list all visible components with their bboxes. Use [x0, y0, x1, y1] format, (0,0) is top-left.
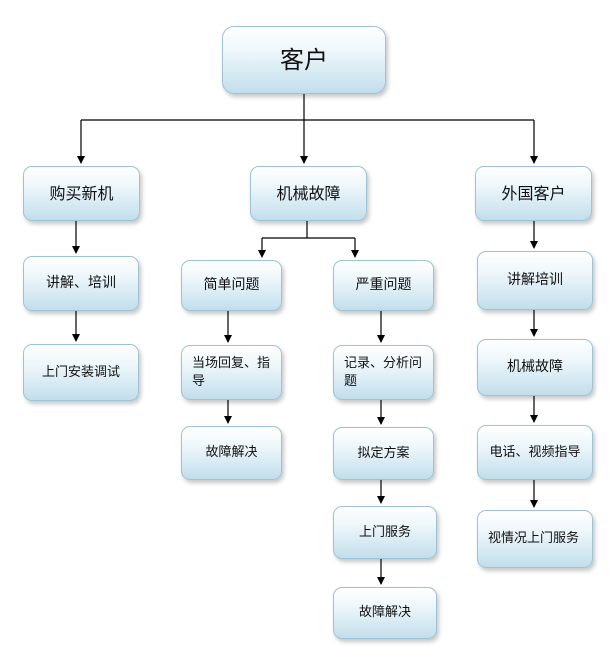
branch-foreign-customer: 外国客户 — [475, 166, 592, 221]
root-label: 客户 — [280, 45, 328, 74]
sub-serious-problem-label: 严重问题 — [355, 277, 412, 294]
branch-mechanical-fault: 机械故障 — [250, 166, 367, 221]
step-onsite-install: 上门安装调试 — [23, 344, 139, 401]
branch-foreign-customer-label: 外国客户 — [501, 183, 566, 203]
step-onsite-service-label: 上门服务 — [358, 524, 411, 540]
branch-mechanical-fault-label: 机械故障 — [276, 183, 341, 203]
step-reply-guide: 当场回复、指导 — [181, 345, 282, 400]
step-explain-train-foreign: 讲解培训 — [477, 251, 593, 310]
step-phone-video-guide-label: 电话、视频指导 — [489, 444, 581, 460]
step-record-analyze-label: 记录、分析问题 — [344, 355, 423, 389]
step-onsite-as-needed: 视情况上门服务 — [477, 510, 593, 568]
step-explain-train: 讲解、培训 — [23, 256, 139, 311]
sub-simple-problem-label: 简单问题 — [203, 277, 260, 294]
step-fault-solved-simple: 故障解决 — [181, 426, 282, 480]
step-explain-train-label: 讲解、培训 — [46, 275, 116, 292]
step-onsite-as-needed-label: 视情况上门服务 — [488, 531, 580, 547]
root-node: 客户 — [222, 26, 386, 94]
step-fault-solved-simple-label: 故障解决 — [205, 445, 258, 461]
step-draft-plan-label: 拟定方案 — [357, 445, 410, 461]
step-draft-plan: 拟定方案 — [333, 427, 434, 480]
step-mechanical-fault-foreign: 机械故障 — [477, 339, 593, 396]
sub-simple-problem: 简单问题 — [181, 260, 282, 311]
sub-serious-problem: 严重问题 — [333, 260, 434, 311]
step-onsite-service: 上门服务 — [333, 506, 437, 559]
step-fault-solved-serious: 故障解决 — [333, 587, 437, 639]
step-phone-video-guide: 电话、视频指导 — [477, 425, 593, 480]
step-record-analyze: 记录、分析问题 — [333, 345, 434, 400]
step-onsite-install-label: 上门安装调试 — [41, 364, 120, 380]
branch-purchase-new: 购买新机 — [23, 166, 140, 221]
branch-purchase-new-label: 购买新机 — [49, 183, 114, 203]
step-mechanical-fault-foreign-label: 机械故障 — [507, 359, 563, 376]
step-reply-guide-label: 当场回复、指导 — [192, 355, 271, 389]
step-fault-solved-serious-label: 故障解决 — [358, 605, 411, 621]
step-explain-train-foreign-label: 讲解培训 — [507, 272, 563, 289]
